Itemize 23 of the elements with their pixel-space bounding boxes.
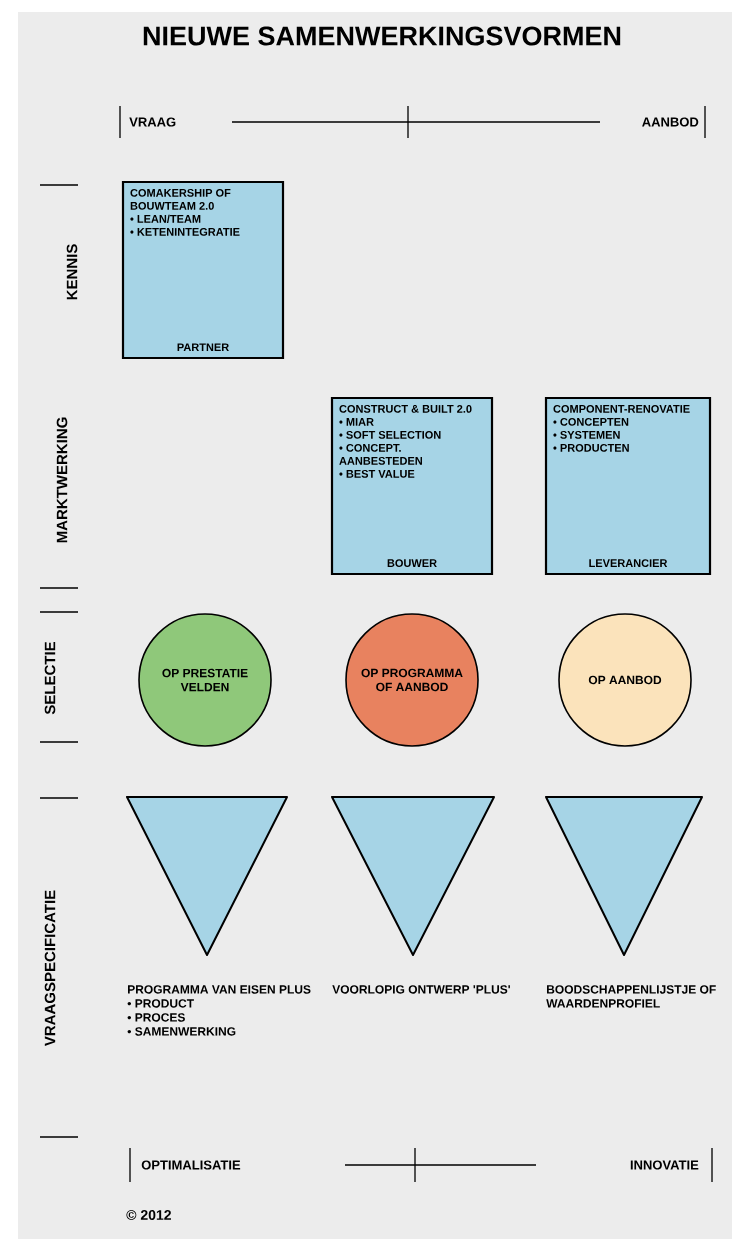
specification-triangle [545,796,703,956]
node-label: • SAMENWERKING [127,1027,236,1036]
axis-label: AANBOD [642,117,699,127]
axis-label: © 2012 [126,1210,171,1220]
concept-card: CONSTRUCT & BUILT 2.0 • MIAR • SOFT SELECTION • CONCEPT. AANBESTEDEN • BEST VALUE BOUWER [330,396,494,576]
caption-text: PROGRAMMA VAN EISEN PLUS • PRODUCT • PROCES • SAMENWERKING [127,985,311,1036]
row-label: MARKTWERKING [56,417,68,543]
specification-triangle [126,796,288,956]
row-label: VRAAGSPECIFICATIE [44,890,56,1047]
axis-label: INNOVATIE [630,1160,699,1170]
axis-label: VRAAG [129,117,176,127]
concept-card: COMPONENT-RENOVATIE • CONCEPTEN • SYSTEMEN • PRODUCTEN LEVERANCIER [544,396,712,576]
title: NIEUWE SAMENWERKINGSVORMEN [143,26,621,46]
specification-triangle [331,796,495,956]
node-label: • PROCES [127,1013,185,1022]
node-label: PROGRAMMA VAN EISEN PLUS [128,985,311,994]
concept-card: COMAKERSHIP OF BOUWTEAM 2.0 • LEAN/TEAM • KETENINTEGRATIE PARTNER [121,180,285,360]
row-label: SELECTIE [44,641,56,715]
node-label: • PRODUCT [127,999,194,1008]
row-label: KENNIS [66,244,78,300]
axis-label: OPTIMALISATIE [141,1160,241,1170]
caption-text: BOODSCHAPPENLIJSTJE OF WAARDENPROFIEL [546,985,716,1008]
caption-text: VOORLOPIG ONTWERP 'PLUS' [332,985,510,994]
